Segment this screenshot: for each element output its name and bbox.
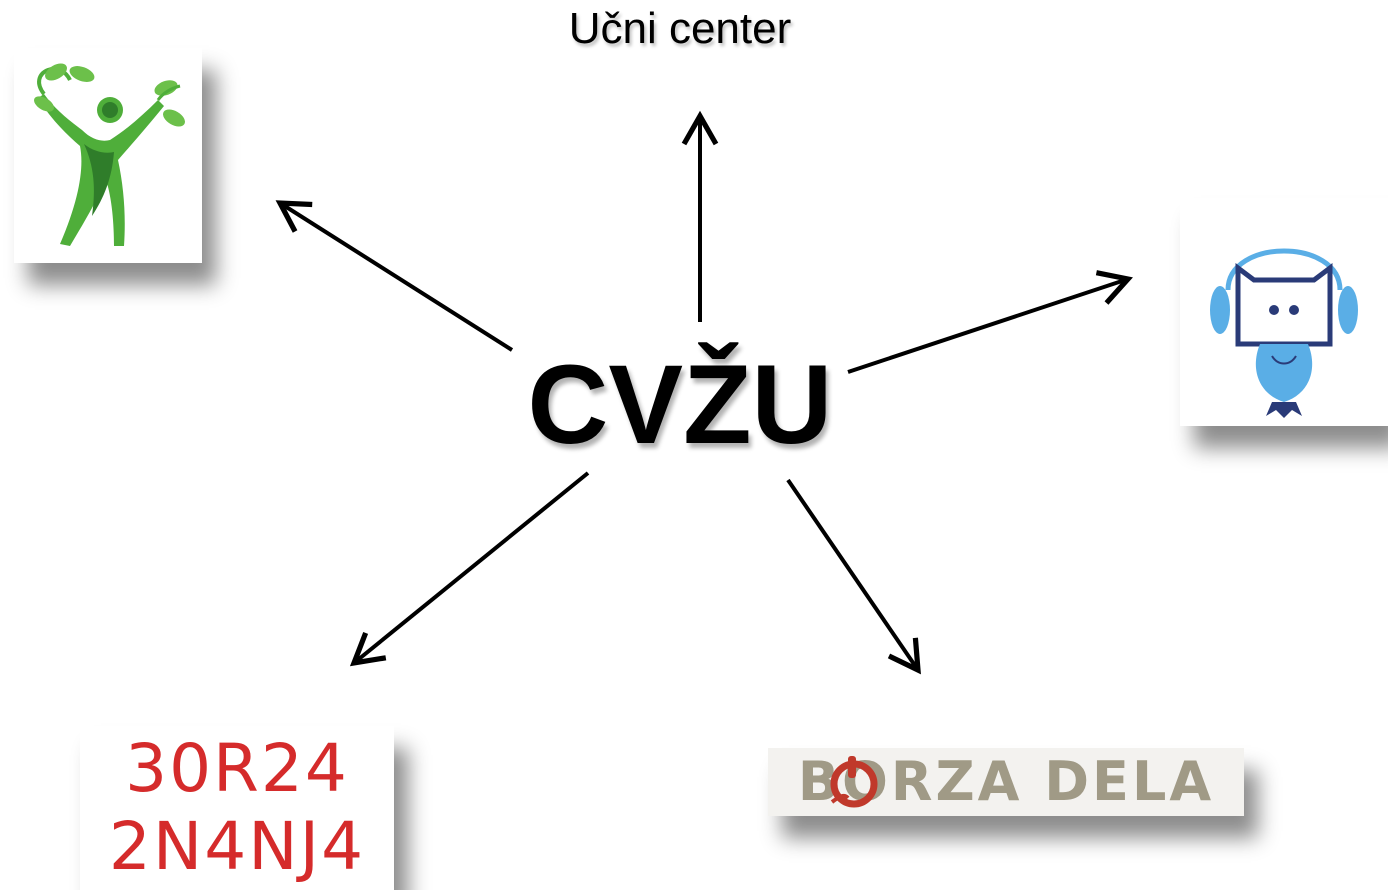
borza-znanja-line-1: 30R24 <box>125 730 349 807</box>
person-tree-logo-card <box>14 48 202 263</box>
owl-headphones-logo-icon <box>1210 248 1358 418</box>
arrow-to-borza-znanja <box>349 471 590 667</box>
arrow-to-person-logo <box>275 200 514 352</box>
arrow-to-owl-logo <box>847 270 1133 374</box>
borza-dela-logo-card: BORZA DELA <box>768 748 1244 816</box>
mouse-hammer-icon <box>830 756 878 808</box>
borza-znanja-logo-card: 30R24 2N4NJ4 <box>80 726 394 890</box>
arrow-to-borza-dela <box>786 478 921 675</box>
ucni-center-label: Učni center <box>568 4 792 53</box>
owl-headphones-logo-card <box>1180 198 1388 426</box>
borza-znanja-line-2: 2N4NJ4 <box>108 808 366 885</box>
person-tree-logo-icon <box>34 63 185 246</box>
cvzu-title: CVŽU <box>527 342 833 467</box>
